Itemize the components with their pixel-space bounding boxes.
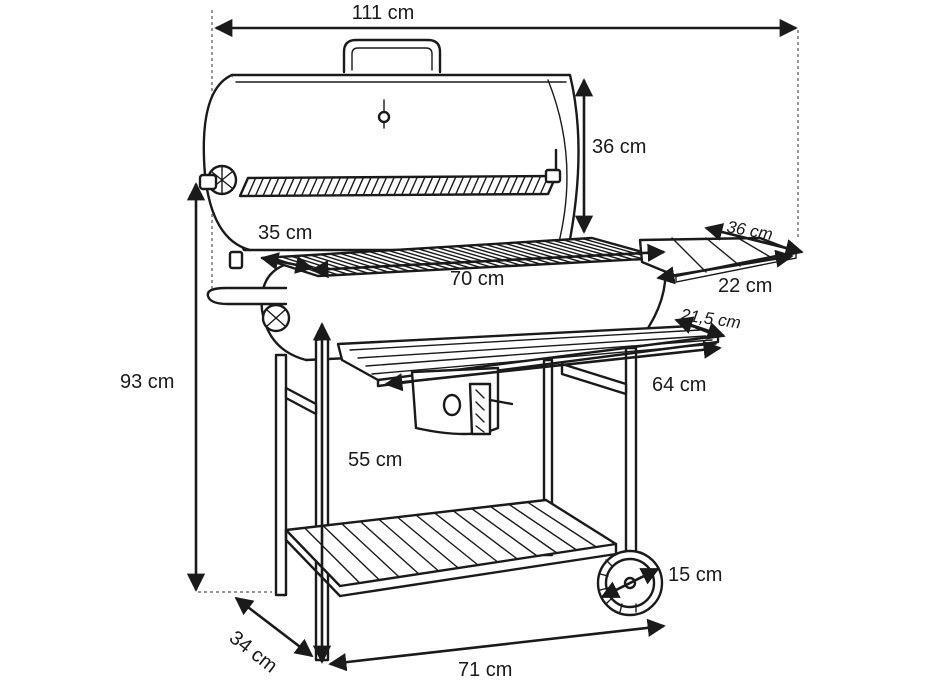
bbq-grill <box>198 38 798 662</box>
warming-rack <box>238 174 558 198</box>
grill-width-label: 70 cm <box>450 268 504 290</box>
ash-pan <box>410 366 514 436</box>
lower-wire-shelf <box>284 498 618 598</box>
dimension-arrows <box>186 18 804 672</box>
barrel-vent <box>261 303 291 333</box>
grill-depth-label: 35 cm <box>258 222 312 244</box>
lid-handle <box>342 38 442 74</box>
side-table-width-label: 22 cm <box>718 275 772 297</box>
thermometer-icon <box>377 99 391 129</box>
total-height-label: 93 cm <box>120 371 174 393</box>
shelf-height-label: 55 cm <box>348 449 402 471</box>
lid-height-label: 36 cm <box>592 136 646 158</box>
base-depth-label: 34 cm <box>225 627 281 678</box>
side-handle <box>206 286 288 306</box>
total-width-label: 111 cm <box>352 2 415 24</box>
base-width-label: 71 cm <box>458 659 512 681</box>
front-shelf-width-label: 64 cm <box>652 374 706 396</box>
wheel-diameter-label: 15 cm <box>668 564 722 586</box>
